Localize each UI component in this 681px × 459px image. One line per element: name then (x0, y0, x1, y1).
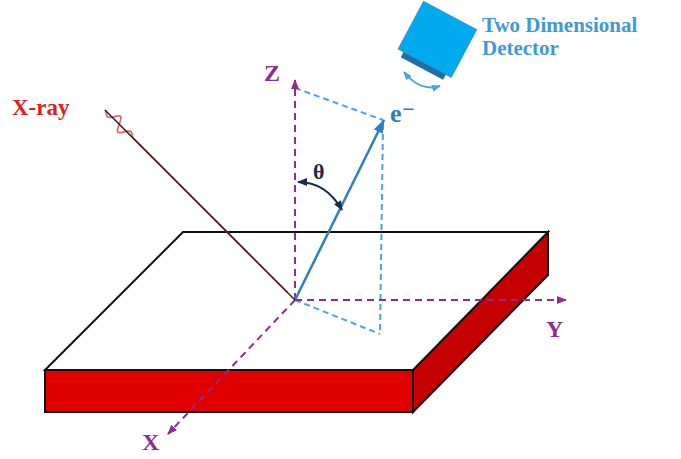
projection-lines (295, 88, 383, 334)
axes (168, 80, 566, 434)
beam-label: X-ray (12, 95, 69, 120)
angle-arc (298, 182, 342, 210)
electron-label: e⁻ (390, 100, 415, 129)
angle-label: θ (313, 160, 324, 184)
xray-beam (105, 110, 295, 300)
slab-front (45, 370, 413, 412)
axis-label: Z (264, 60, 280, 86)
rotation-arrow (404, 72, 440, 87)
electron-vector (295, 120, 384, 300)
detector-symbol (395, 1, 476, 82)
detector-label: Two Dimensional Detector (482, 14, 657, 60)
axis-label: Y (546, 316, 563, 342)
axis-label: X (142, 429, 159, 455)
